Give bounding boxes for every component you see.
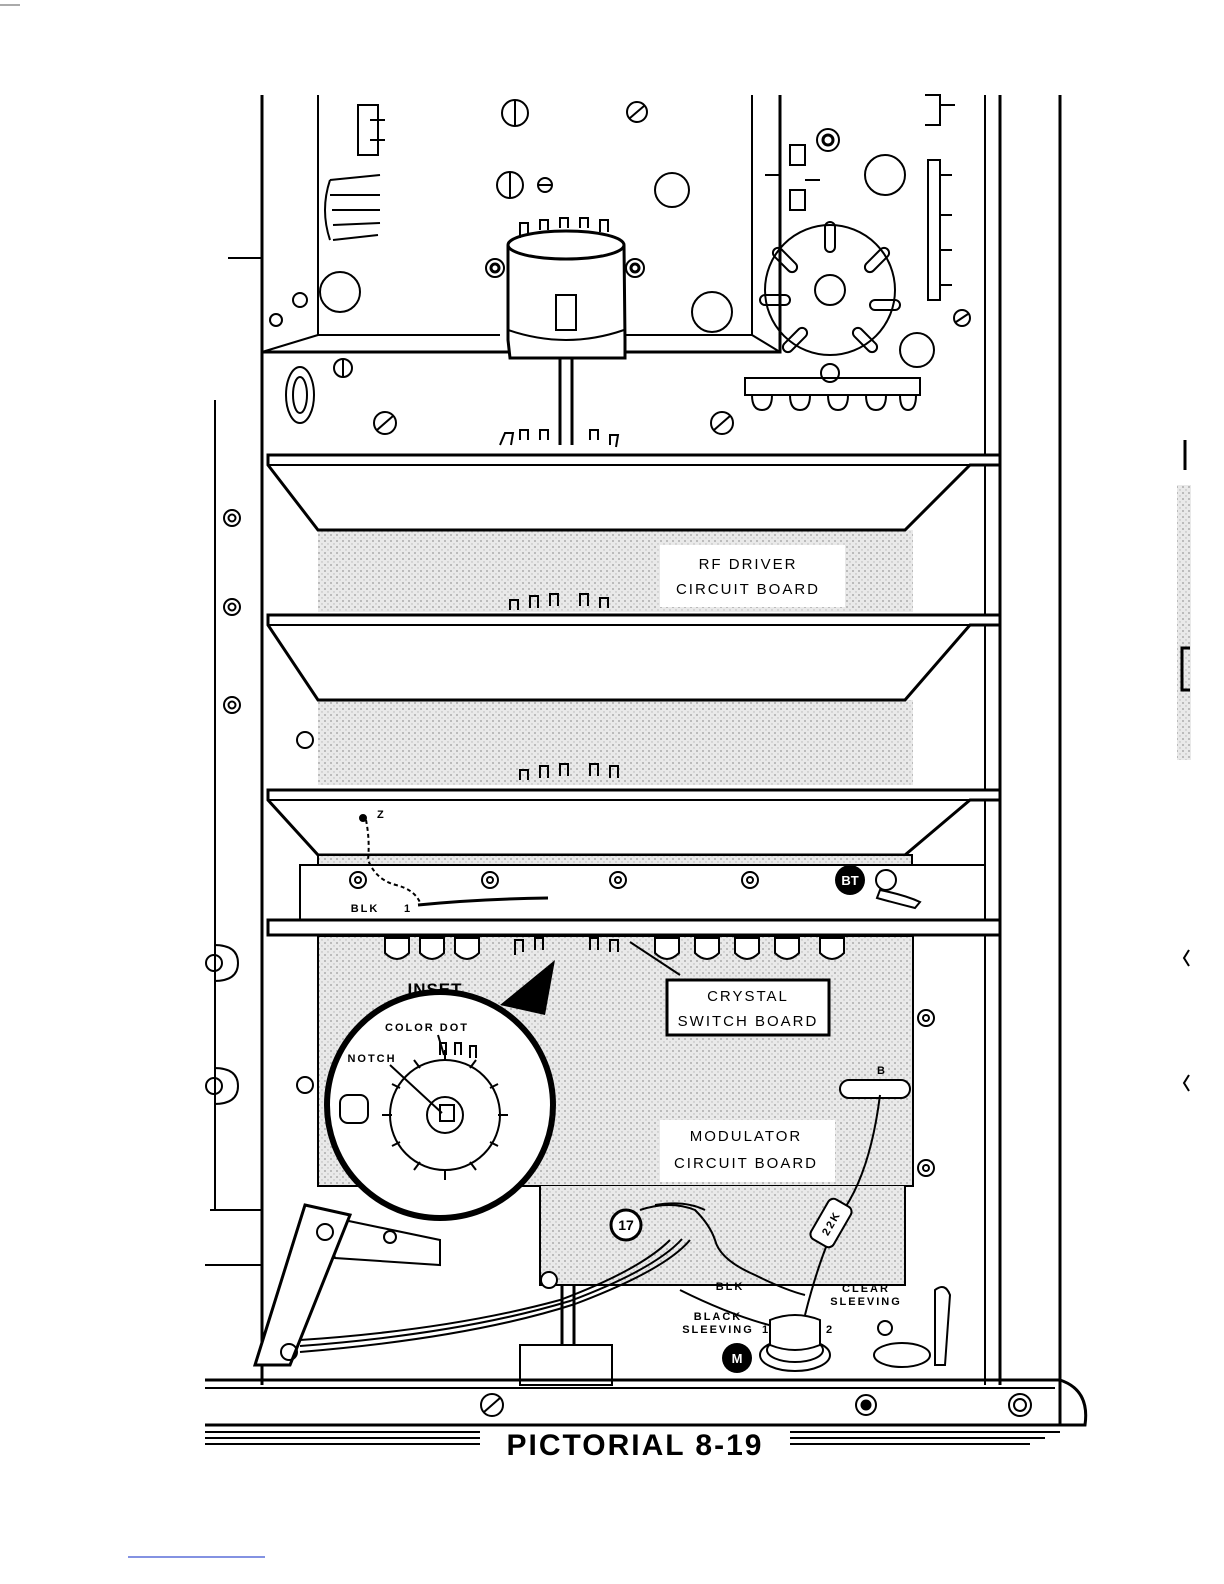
- crystal-label-2: SWITCH BOARD: [678, 1013, 819, 1030]
- inset-label: INSET: [407, 980, 462, 999]
- badge-bt: BT: [835, 865, 865, 895]
- clear-sleeving-label-2: SLEEVING: [830, 1296, 902, 1308]
- left-flange-holes: [206, 510, 240, 1104]
- color-dot-label: COLOR DOT: [385, 1022, 469, 1034]
- modulator-label-1: MODULATOR: [690, 1128, 802, 1145]
- wire-z-label: Z: [377, 809, 386, 821]
- rf-driver-board: [268, 430, 1000, 612]
- badge-m: M: [722, 1343, 752, 1373]
- top-panel: [262, 95, 970, 434]
- badge-17: 17: [611, 1210, 641, 1240]
- rf-driver-label-2: CIRCUIT BOARD: [676, 581, 820, 598]
- clear-sleeving-label-1: CLEAR: [842, 1283, 890, 1295]
- svg-text:M: M: [732, 1351, 743, 1366]
- blk-label-upper: BLK: [351, 903, 380, 915]
- lug-b-label: B: [877, 1065, 887, 1077]
- num-1-lower: 1: [762, 1324, 770, 1336]
- rf-driver-label-1: RF DRIVER: [699, 556, 798, 573]
- notch-label: NOTCH: [347, 1053, 396, 1065]
- tube-socket: [745, 145, 920, 410]
- right-edge-marks: [1177, 440, 1191, 1091]
- middle-board: [268, 615, 1000, 785]
- black-sleeving-label-2: SLEEVING: [682, 1324, 754, 1336]
- figure-title: PICTORIAL 8-19: [507, 1429, 764, 1462]
- num-1-upper: 1: [404, 903, 412, 915]
- blk-label-lower: BLK: [716, 1281, 745, 1293]
- svg-text:17: 17: [618, 1217, 634, 1233]
- svg-text:BT: BT: [841, 873, 858, 888]
- black-sleeving-label-1: BLACK: [694, 1311, 743, 1323]
- crystal-label-1: CRYSTAL: [707, 988, 789, 1005]
- modulator-label-2: CIRCUIT BOARD: [674, 1155, 818, 1172]
- rotary-switch-top: [508, 218, 625, 358]
- num-2: 2: [826, 1324, 834, 1336]
